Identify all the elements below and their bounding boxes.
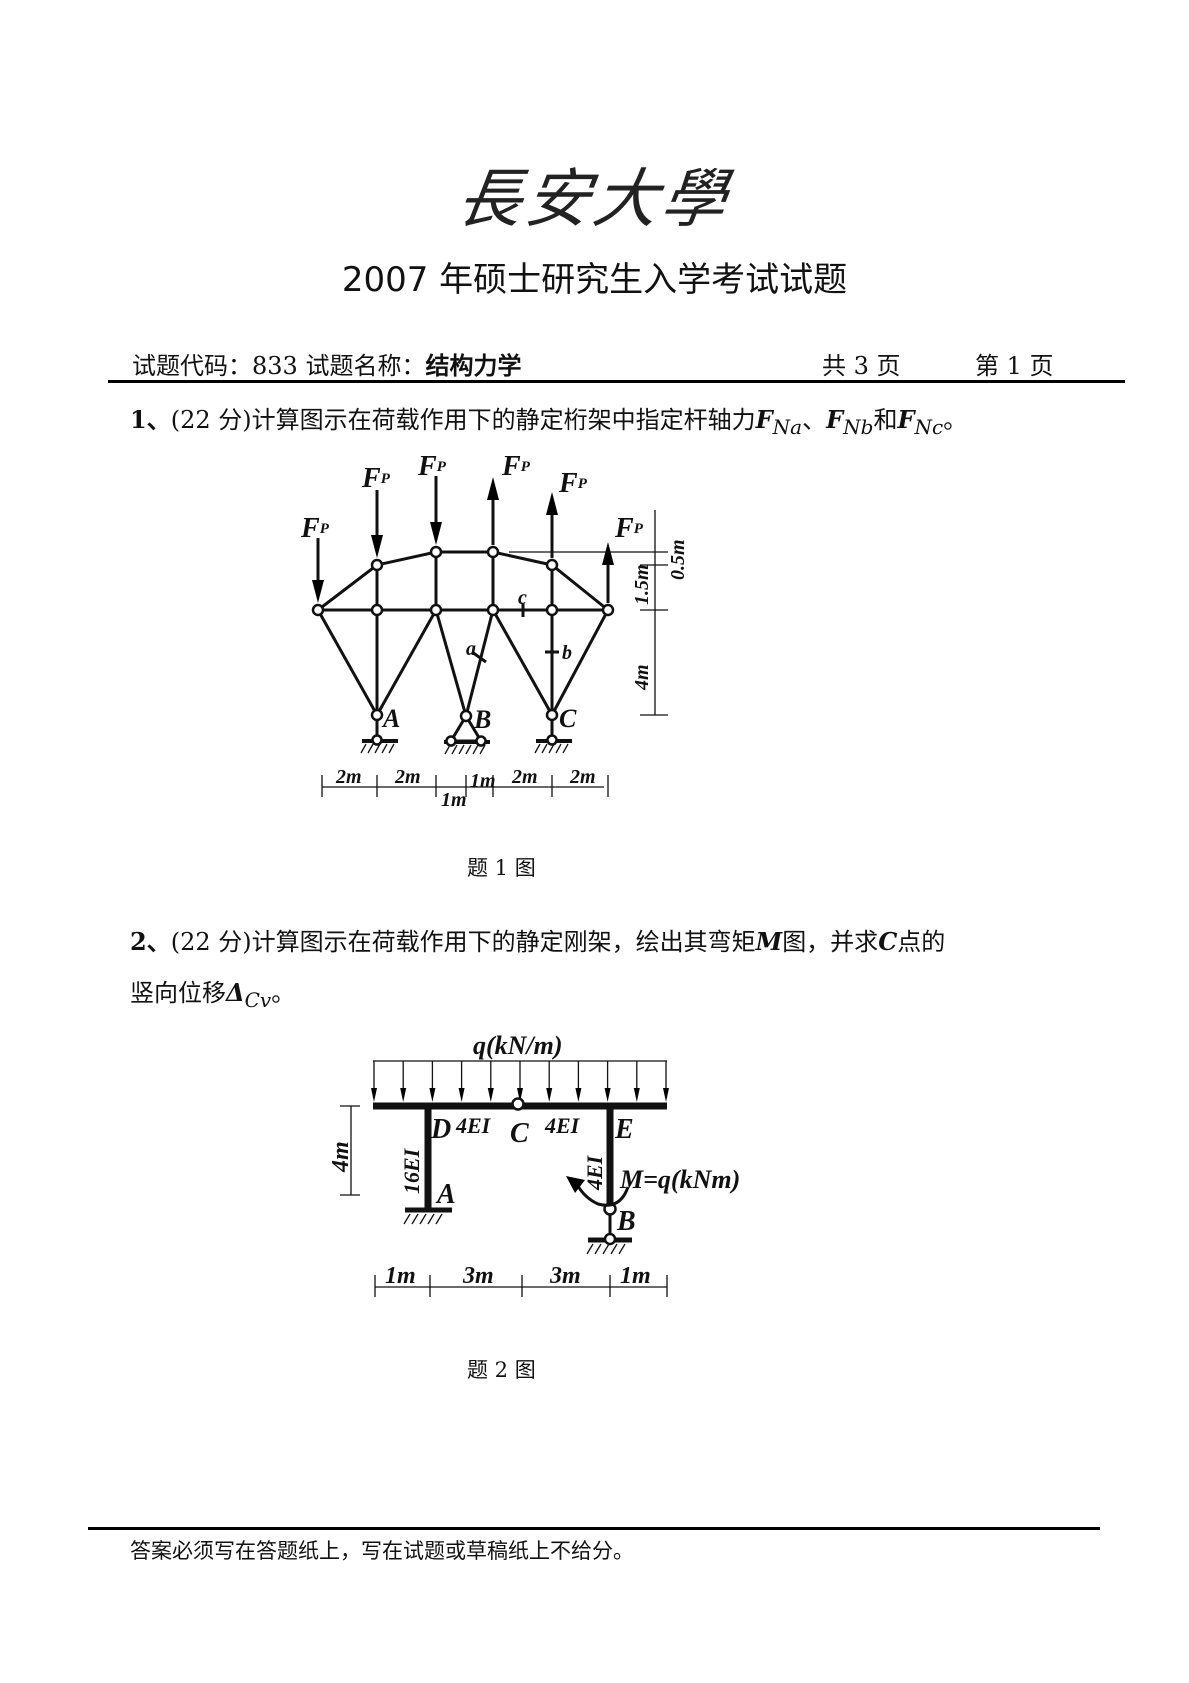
svg-text:FP: FP [501,451,531,482]
truss-figure: a b c A B C [300,451,689,811]
svg-text:1m: 1m [620,1263,651,1289]
svg-text:1m: 1m [470,770,496,792]
member-c-label: c [518,587,527,609]
svg-text:2m: 2m [335,766,362,788]
load-arrowhead [371,1088,377,1102]
member-a-marker [471,650,487,664]
distributed-load-arrows [371,1061,669,1102]
svg-text:FP: FP [417,451,447,482]
load-arrowhead [546,1088,553,1102]
svg-text:1m: 1m [385,1263,416,1289]
exam-code: 试题代码：833 试题名称：结构力学 [132,346,521,381]
load-arrows [312,476,614,603]
truss-joints [311,545,615,723]
member-a-label: a [466,638,476,660]
svg-text:2m: 2m [511,766,538,788]
exam-title: 2007 年硕士研究生入学考试试题 [341,260,848,300]
load-arrowhead [517,1088,523,1102]
load-arrowhead [458,1088,465,1102]
support-b-label: B [473,705,491,734]
load-labels: FP FP FP FP FP FP [300,451,644,544]
subject-name: 结构力学 [425,351,522,380]
load-arrowhead [575,1088,582,1102]
hinge-ground-b [603,1232,617,1246]
stiffness-ad: 16EI [399,1147,424,1194]
top-chord [317,550,609,612]
question-2: 2、(22 分)计算图示在荷载作用下的静定刚架，绘出其弯矩M图，并求C点的 [130,927,946,956]
support-a [360,715,398,754]
support-c-label: C [559,704,577,733]
hinge-c [511,1097,525,1111]
truss-horizontal-dimensions: 2m 2m 1m 1m 2m 2m [321,766,609,811]
moment-arrowhead [566,1176,585,1193]
node-d-label: D [430,1114,451,1145]
svg-text:FP: FP [558,468,588,499]
svg-text:2m: 2m [569,766,596,788]
moment-arc [576,1185,630,1207]
member-b-label: b [562,642,572,664]
svg-text:FP: FP [614,513,644,544]
node-a-label: A [435,1179,456,1210]
svg-text:2m: 2m [394,766,421,788]
load-arrowhead [633,1088,640,1102]
frame-height-dimension: 4m [328,1105,360,1196]
code-value: 833 [252,352,298,380]
frame-figure: q(kN/m) D 4EI C 4EI E A B 16EI 4EI M=q(k… [328,1031,740,1297]
name-label: 试题名称： [305,352,426,380]
svg-text:1m: 1m [441,789,467,811]
node-e-label: E [614,1114,634,1145]
load-arrowhead [663,1088,669,1102]
current-page: 第 1 页 [975,352,1054,380]
svg-text:4m: 4m [328,1141,354,1173]
frame-horizontal-dimensions: 1m 3m 3m 1m [374,1263,668,1297]
node-b-label: B [616,1206,636,1237]
svg-text:1.5m: 1.5m [631,564,653,605]
svg-text:FP: FP [300,513,330,544]
load-arrowhead [487,1088,494,1102]
distributed-load-label: q(kN/m) [473,1031,563,1060]
ground-hatch [586,1243,626,1255]
footer-note: 答案必须写在答题纸上，写在试题或草稿纸上不给分。 [130,1539,634,1563]
support-a-label: A [381,704,400,733]
question-1: 1、(22 分)计算图示在荷载作用下的静定桁架中指定杆轴力FNa、FNb和FNc… [130,405,968,439]
total-pages: 共 3 页 [822,352,901,380]
svg-text:0.5m: 0.5m [667,539,689,580]
load-arrowhead [400,1088,407,1102]
code-label: 试题代码： [132,352,252,380]
question-2-line2: 竖向位移ΔCv。 [130,978,296,1012]
moment-label: M=q(kNm) [619,1165,740,1194]
load-arrowhead [604,1088,611,1102]
figure-1-caption: 题 1 图 [467,856,536,880]
stiffness-dc: 4EI [455,1113,492,1138]
svg-text:4m: 4m [631,664,653,691]
svg-text:3m: 3m [462,1263,494,1289]
stiffness-ce: 4EI [544,1113,581,1138]
stiffness-be: 4EI [582,1154,607,1191]
ground-hatch [403,1213,443,1225]
load-arrowhead [429,1088,436,1102]
svg-text:FP: FP [361,463,391,494]
support-b [444,713,490,755]
footer-rule [88,1527,1100,1530]
node-c-label: C [510,1118,529,1149]
truss-vertical-dimensions: 0.5m 1.5m 4m [509,510,689,716]
figure-2-caption: 题 2 图 [467,1358,536,1382]
header-rule [108,380,1125,383]
svg-text:3m: 3m [549,1263,581,1289]
